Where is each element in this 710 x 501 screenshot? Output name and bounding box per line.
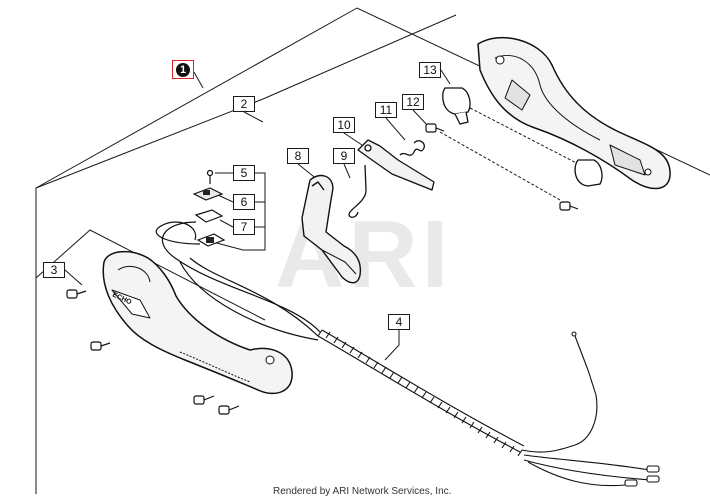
- leader-6: [217, 194, 234, 203]
- render-credit: Rendered by ARI Network Services, Inc.: [273, 486, 452, 497]
- callout-1-label: 1: [176, 63, 190, 77]
- callout-2[interactable]: 2: [233, 96, 255, 112]
- callout-5[interactable]: 5: [233, 165, 255, 181]
- callout-11[interactable]: 11: [375, 102, 397, 118]
- leader-10: [343, 132, 363, 146]
- callout-12[interactable]: 12: [402, 94, 424, 110]
- screws-left: [66, 289, 240, 415]
- callout-9[interactable]: 9: [333, 148, 355, 164]
- callout-6[interactable]: 6: [233, 194, 255, 210]
- bracket-5-7: [243, 172, 266, 251]
- leader-13: [440, 69, 451, 85]
- spring-11: [399, 140, 425, 156]
- throttle-cable: [317, 329, 660, 487]
- callout-10[interactable]: 10: [333, 117, 355, 133]
- callout-13[interactable]: 13: [419, 62, 441, 78]
- callout-4[interactable]: 4: [388, 314, 410, 330]
- leader-4: [384, 330, 400, 361]
- lever-10: [357, 139, 435, 191]
- leader-1: [193, 71, 204, 89]
- assembly-bracket-1: [35, 7, 710, 494]
- leader-7: [219, 219, 234, 228]
- switch-parts: [192, 169, 226, 247]
- leader-2: [243, 111, 264, 123]
- callout-1[interactable]: 1: [172, 60, 194, 79]
- leader-3: [64, 269, 83, 286]
- wire-harness: [155, 221, 321, 341]
- throttle-trigger: [301, 174, 362, 284]
- callout-8[interactable]: 8: [287, 148, 309, 164]
- spring-9: [348, 164, 367, 218]
- callout-7[interactable]: 7: [233, 219, 255, 235]
- leader-11: [385, 117, 406, 141]
- callout-3[interactable]: 3: [43, 262, 65, 278]
- assembly-bracket-2: [35, 98, 264, 189]
- handle-clamp: [442, 87, 603, 187]
- leader-12: [412, 109, 429, 127]
- right-handle-housing: [477, 36, 671, 190]
- leader-9: [343, 163, 351, 179]
- screws-right: [425, 123, 579, 211]
- assembly-bracket-2b: [262, 14, 457, 100]
- left-handle-housing: [102, 250, 293, 395]
